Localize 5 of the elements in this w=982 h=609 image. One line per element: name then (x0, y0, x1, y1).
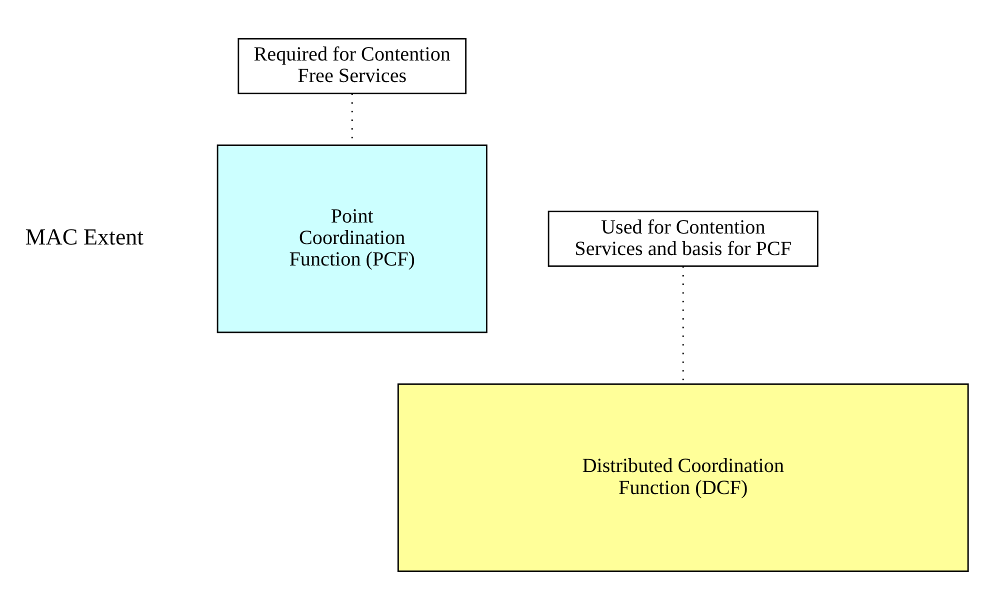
node-box: Required for Contention Free Services (238, 38, 467, 94)
node-box: Point Coordination Function (PCF) (216, 144, 488, 333)
node-box: Used for Contention Services and basis for PCF (548, 210, 818, 266)
label: MAC Extent (25, 222, 144, 249)
node-box: Distributed Coordination Function (DCF) (397, 382, 969, 572)
